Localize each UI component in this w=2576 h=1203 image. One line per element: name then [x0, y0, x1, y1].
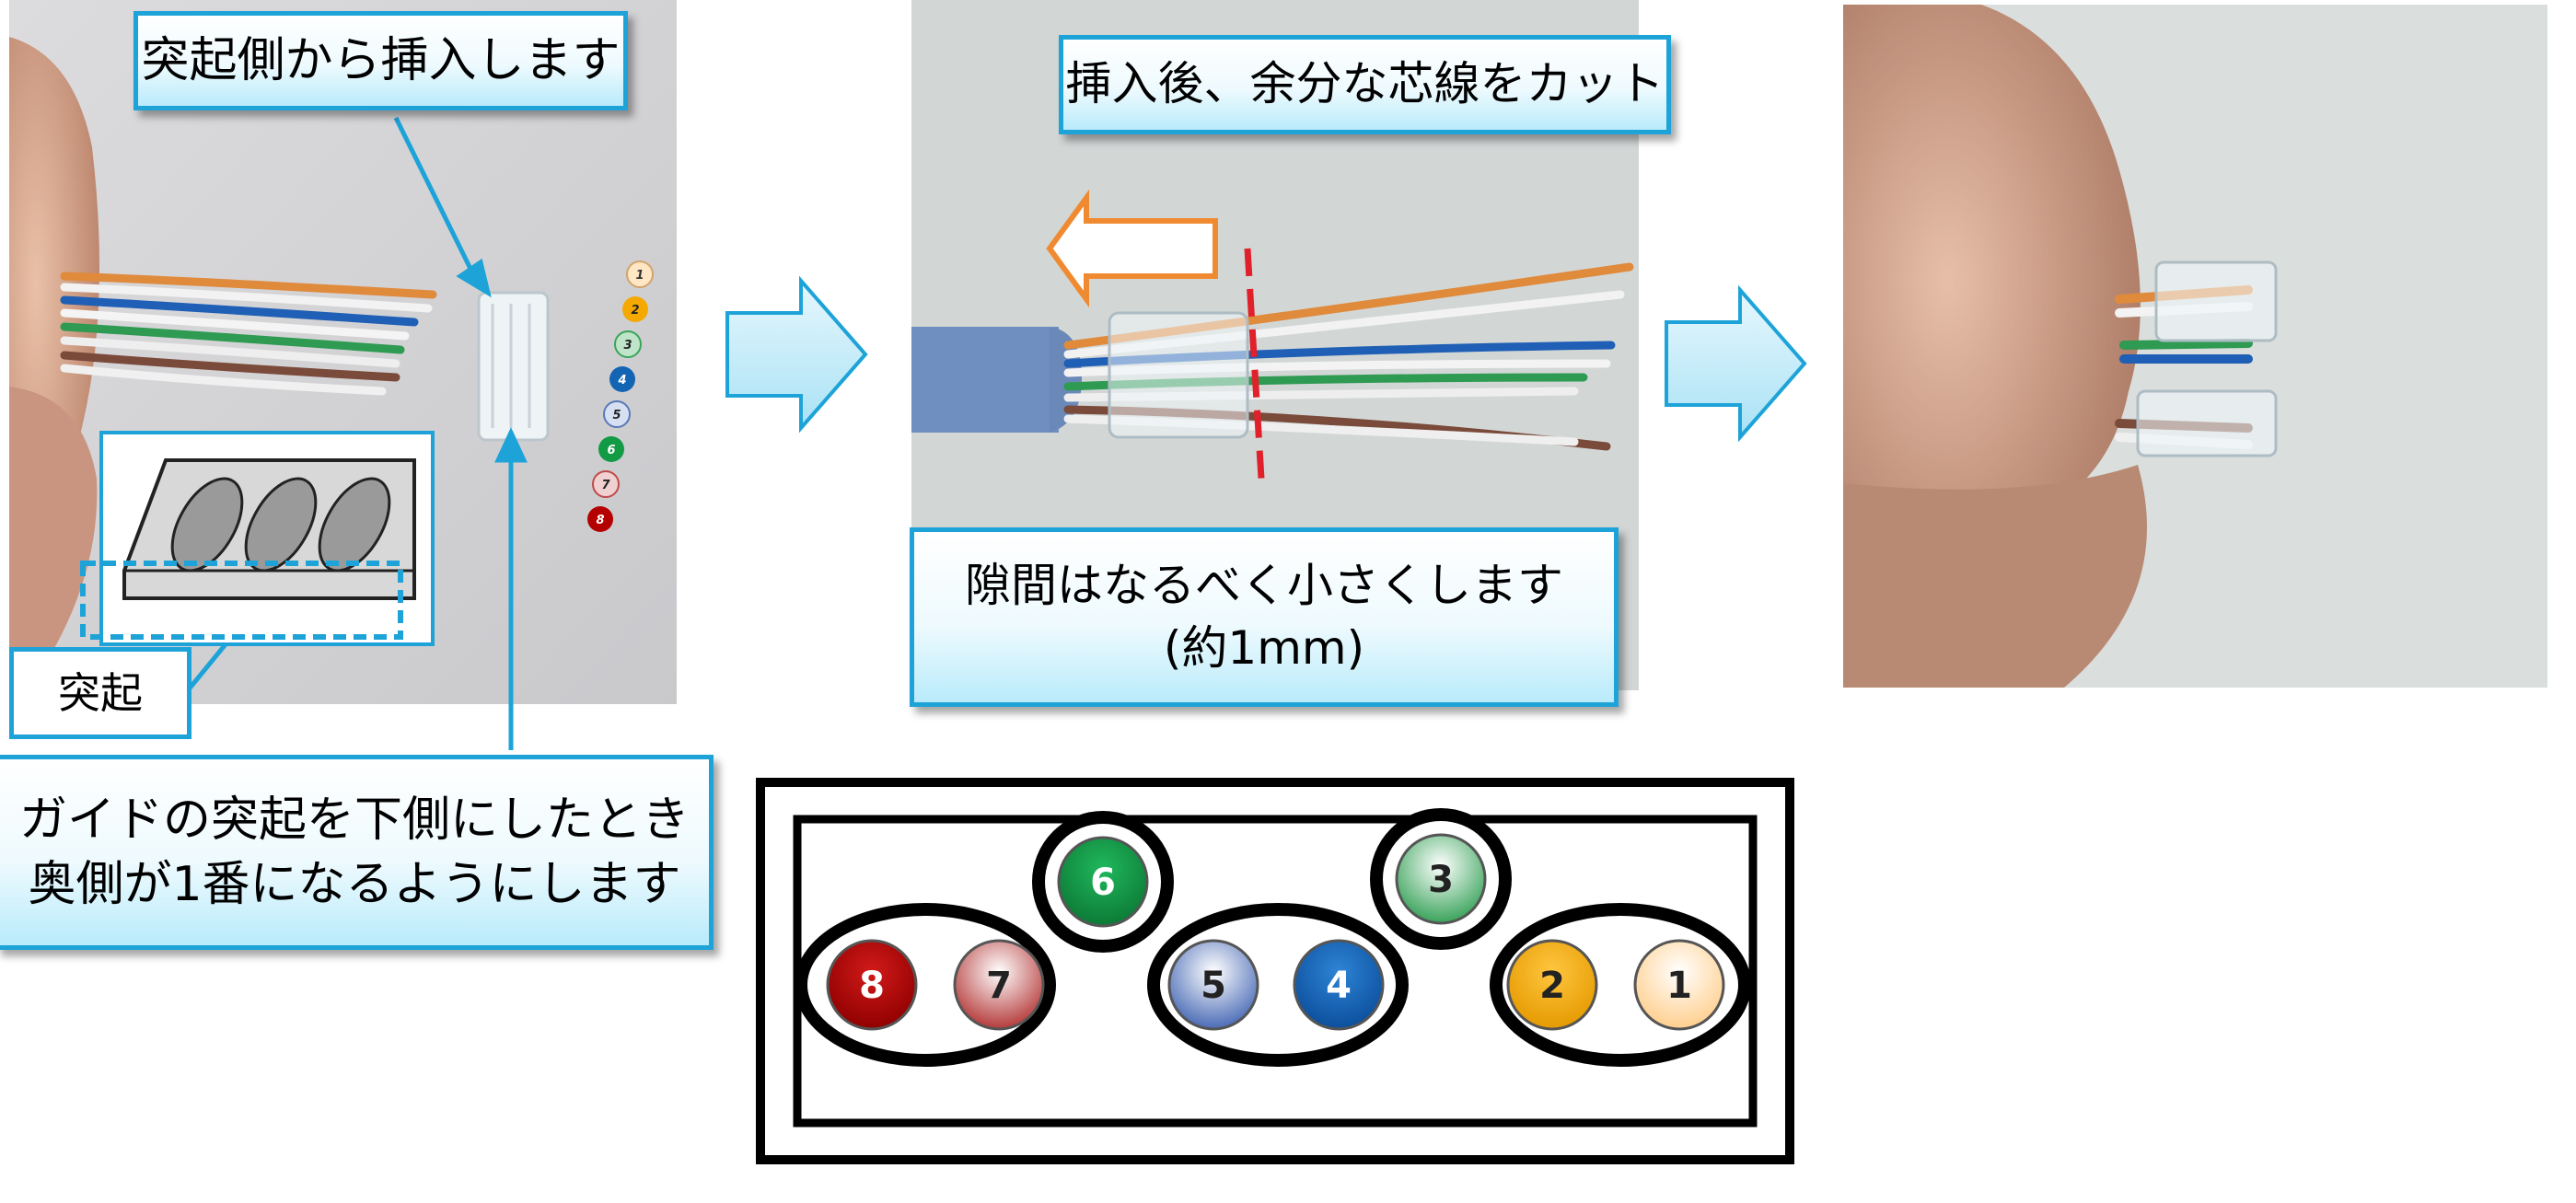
callout-gap-small: 隙間はなるべく小さくします (約1mm)	[910, 527, 1619, 707]
callout-gap-line2: (約1mm)	[1163, 620, 1365, 675]
legend-dot-3	[614, 330, 642, 358]
slot-pin-7	[953, 939, 1045, 1031]
legend-label-4: 4	[617, 374, 626, 388]
legend-label-6: 6	[607, 444, 615, 457]
slot-label-4: 4	[1326, 965, 1352, 1007]
slot-label-3: 3	[1428, 859, 1454, 901]
legend-dot-6	[598, 436, 624, 462]
callout-gap-line1: 隙間はなるべく小さくします	[965, 559, 1563, 612]
photo-cable-and-guide: 1 2 3 4 5 6 7 8	[9, 0, 677, 704]
legend-dot-2	[622, 296, 648, 322]
legend-dot-7	[592, 470, 620, 498]
slot-label-6: 6	[1090, 862, 1116, 904]
callout-protrusion-text: 突起	[58, 667, 143, 718]
slot-pin-2	[1506, 939, 1598, 1031]
callout-protrusion: 突起	[9, 647, 191, 739]
legend-label-8: 8	[596, 514, 604, 527]
legend-dot-8	[587, 506, 613, 532]
callout-guide-orientation: ガイドの突起を下側にしたとき 奥側が1番になるようにします	[0, 755, 714, 950]
push-direction-arrow	[1046, 189, 1218, 308]
callout-insert-from-protrusion: 突起側から挿入します	[133, 11, 628, 110]
legend-dot-1	[626, 260, 654, 288]
guide-inset-illustration	[80, 431, 435, 646]
step-arrow-1	[725, 275, 868, 434]
photo-finished	[1843, 5, 2547, 688]
callout-guide-line2: 奥側が1番になるようにします	[28, 857, 681, 912]
step-arrow-2	[1665, 284, 1807, 443]
slot-label-1: 1	[1666, 965, 1692, 1007]
legend-label-1: 1	[635, 269, 644, 283]
slot-pin-6	[1057, 836, 1149, 928]
slot-pin-4	[1293, 939, 1385, 1031]
slot-pin-1	[1633, 939, 1725, 1031]
slot-pin-8	[826, 939, 918, 1031]
callout-insert-text: 突起側から挿入します	[141, 32, 621, 88]
legend-label-2: 2	[631, 304, 639, 318]
legend-label-5: 5	[612, 409, 621, 422]
callout-cut-excess: 挿入後、余分な芯線をカット	[1059, 35, 1671, 134]
slot-label-8: 8	[859, 965, 885, 1007]
slot-label-5: 5	[1201, 965, 1226, 1007]
legend-dot-4	[609, 366, 635, 392]
legend-dot-5	[603, 400, 631, 428]
callout-cut-text: 挿入後、余分な芯線をカット	[1065, 57, 1665, 111]
slot-label-2: 2	[1539, 965, 1565, 1007]
legend-label-3: 3	[623, 339, 632, 353]
legend-label-7: 7	[601, 479, 610, 492]
slot-pin-3	[1395, 833, 1487, 925]
callout-guide-line1: ガイドの突起を下側にしたとき	[18, 792, 690, 848]
slot-pin-5	[1167, 939, 1259, 1031]
slot-label-7: 7	[986, 965, 1012, 1007]
